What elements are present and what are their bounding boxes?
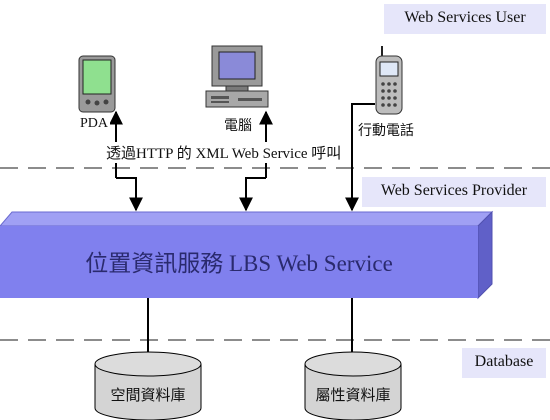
lbs-service-box xyxy=(0,210,494,300)
pda-icon xyxy=(78,55,116,113)
protocol-caption: 透過HTTP 的 XML Web Service 呼叫 xyxy=(104,142,344,163)
device-label-computer: 電腦 xyxy=(222,115,254,135)
tier-label-user: Web Services User xyxy=(384,4,546,34)
database-label-spatial: 空間資料庫 xyxy=(110,388,186,404)
computer-icon xyxy=(205,45,269,108)
device-label-pda: PDA xyxy=(78,116,111,132)
phone-arrow-down xyxy=(345,103,375,212)
database-label-attribute: 屬性資料庫 xyxy=(315,388,391,404)
computer-arrow-down xyxy=(239,177,266,212)
database-icon xyxy=(94,351,202,420)
device-label-phone: 行動電話 xyxy=(356,120,416,140)
pda-arrow-down xyxy=(116,177,143,212)
mobile-phone-icon xyxy=(375,46,403,115)
tier-label-provider: Web Services Provider xyxy=(362,177,546,207)
database-icon xyxy=(304,351,402,420)
lbs-service-label: 位置資訊服務 LBS Web Service xyxy=(85,251,393,276)
tier-label-database: Database xyxy=(462,348,546,378)
